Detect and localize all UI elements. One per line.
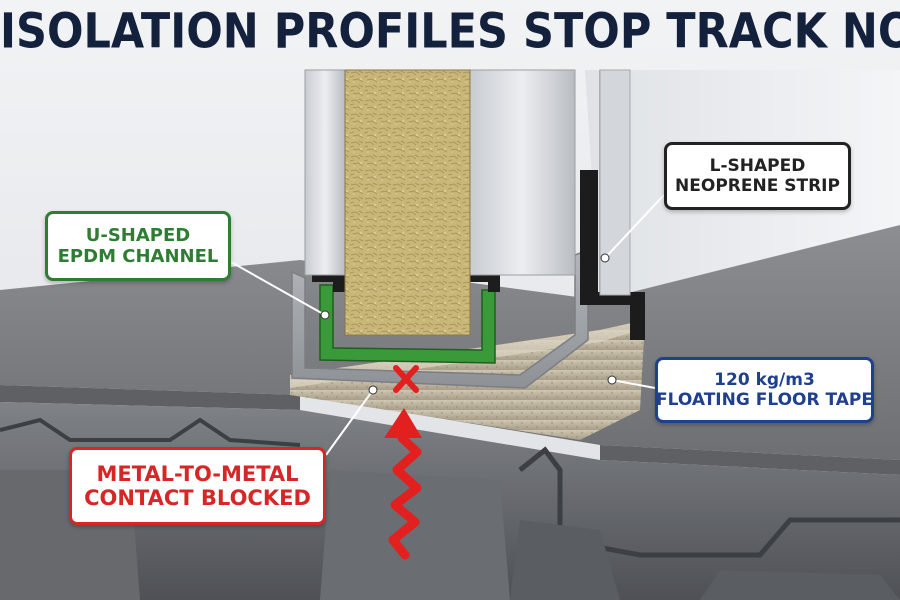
callout-metal-line1: METAL-TO-METAL <box>96 462 299 486</box>
leader-neoprene <box>604 194 665 259</box>
callout-neoprene-line1: L-SHAPED <box>709 156 806 176</box>
zigzag-arrow-icon <box>384 408 422 560</box>
callout-epdm-line2: EPDM CHANNEL <box>57 246 219 267</box>
callout-neoprene-strip: L-SHAPED NEOPRENE STRIP <box>664 142 851 210</box>
leader-metal <box>325 389 374 456</box>
callout-neoprene-line2: NEOPRENE STRIP <box>675 176 840 196</box>
callout-tape-line1: 120 kg/m3 <box>714 370 815 390</box>
callout-epdm-channel: U-SHAPED EPDM CHANNEL <box>45 211 231 281</box>
leader-epdm <box>230 261 326 316</box>
callout-epdm-line1: U-SHAPED <box>85 225 191 246</box>
page-title: ISOLATION PROFILES STOP TRACK NOISE <box>0 4 900 60</box>
callout-metal-line2: CONTACT BLOCKED <box>84 486 311 510</box>
mineral-wool-insulation <box>345 70 470 335</box>
callout-metal-contact: METAL-TO-METAL CONTACT BLOCKED <box>69 447 326 525</box>
x-mark-icon <box>393 365 419 393</box>
epdm-channel <box>319 284 496 364</box>
leader-tape <box>611 379 656 389</box>
neoprene-strip <box>580 170 645 340</box>
callout-floor-tape: 120 kg/m3 FLOATING FLOOR TAPE <box>655 357 874 423</box>
callout-tape-line2: FLOATING FLOOR TAPE <box>656 390 873 410</box>
